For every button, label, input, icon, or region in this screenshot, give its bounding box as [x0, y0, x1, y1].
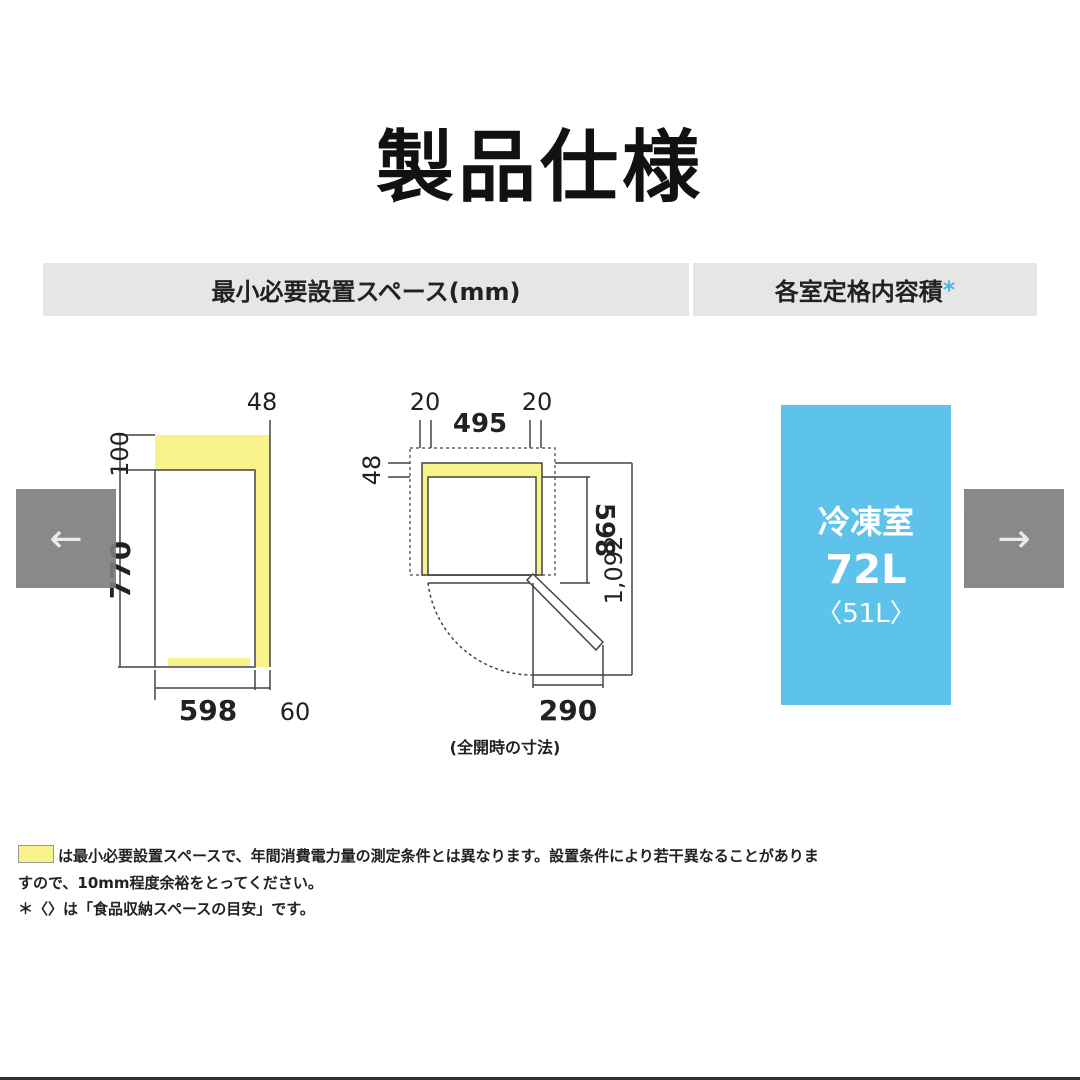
space-header-label: 最小必要設置スペース(mm): [211, 278, 521, 306]
carousel-next-button[interactable]: →: [964, 489, 1064, 588]
compartment-name: 冷凍室: [817, 503, 914, 541]
carousel-prev-button[interactable]: ←: [16, 489, 116, 588]
top-width: 495: [453, 409, 507, 439]
volume-header-label: 各室定格内容積: [774, 278, 943, 306]
arrow-right-icon: →: [997, 515, 1031, 562]
top-left-gap: 20: [410, 388, 441, 416]
asterisk: *: [942, 275, 956, 304]
note-line-1: は最小必要設置スペースで、年間消費電力量の測定条件とは異なります。設置条件により…: [18, 845, 819, 866]
storage-volume: 〈51L〉: [816, 599, 916, 629]
compartment-volume: 72L: [825, 547, 907, 593]
dimension-diagrams: 48 100 770 598 60 20 495 20 48 598 1,092…: [104, 388, 633, 757]
top-caption: (全開時の寸法): [450, 738, 561, 757]
page-title: 製品仕様: [375, 123, 704, 213]
side-view: [118, 420, 271, 700]
top-back-gap: 48: [358, 455, 386, 486]
note-text-1: は最小必要設置スペースで、年間消費電力量の測定条件とは異なります。設置条件により…: [58, 847, 819, 865]
space-header: 最小必要設置スペース(mm): [43, 263, 689, 316]
top-view: [388, 420, 633, 688]
arrow-left-icon: ←: [49, 515, 83, 562]
top-door-swing: 290: [539, 694, 597, 727]
bottom-border: [0, 1077, 1080, 1080]
yellow-legend-swatch: [18, 845, 54, 863]
note-line-2: すので、10mm程度余裕をとってください。: [18, 874, 323, 892]
volume-header: 各室定格内容積*: [693, 263, 1037, 316]
side-top-clear: 100: [106, 431, 134, 477]
top-open-depth: 1,092: [600, 536, 628, 605]
freezer-volume-box: 冷凍室 72L 〈51L〉: [781, 405, 951, 705]
side-top-gap: 48: [247, 388, 278, 416]
top-right-gap: 20: [522, 388, 553, 416]
top-depth: 598: [589, 503, 619, 557]
side-depth: 598: [179, 694, 237, 727]
side-back-gap: 60: [280, 698, 311, 726]
note-line-3: ＊〈〉は「食品収納スペースの目安」です。: [18, 900, 315, 918]
